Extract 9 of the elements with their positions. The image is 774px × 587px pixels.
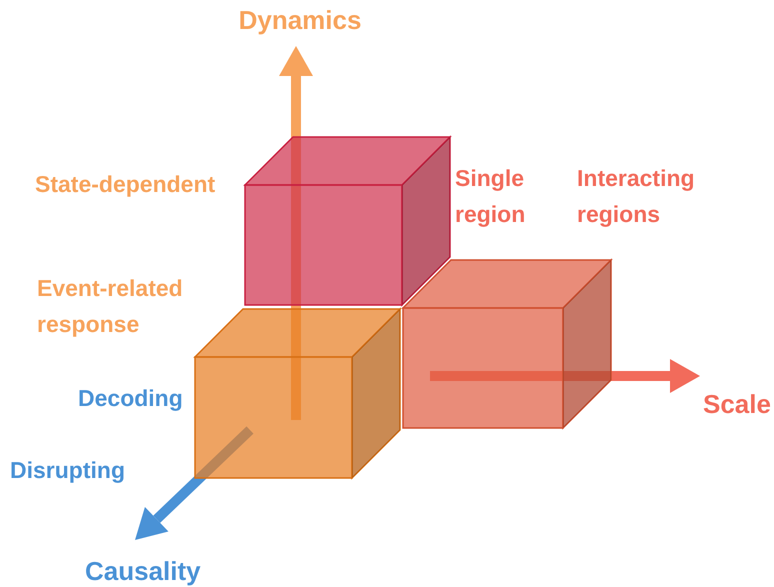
axis-label: Dynamics xyxy=(238,4,362,37)
level-label: Interacting regions xyxy=(577,164,696,229)
level-label: Disrupting xyxy=(10,456,126,485)
level-label: Event-related response xyxy=(37,274,184,339)
level-label: State-dependent xyxy=(35,170,216,199)
level-label: Single region xyxy=(455,164,526,229)
axis-label: Scale xyxy=(703,388,772,421)
axis-label: Causality xyxy=(85,555,202,587)
level-label: Decoding xyxy=(78,384,184,413)
